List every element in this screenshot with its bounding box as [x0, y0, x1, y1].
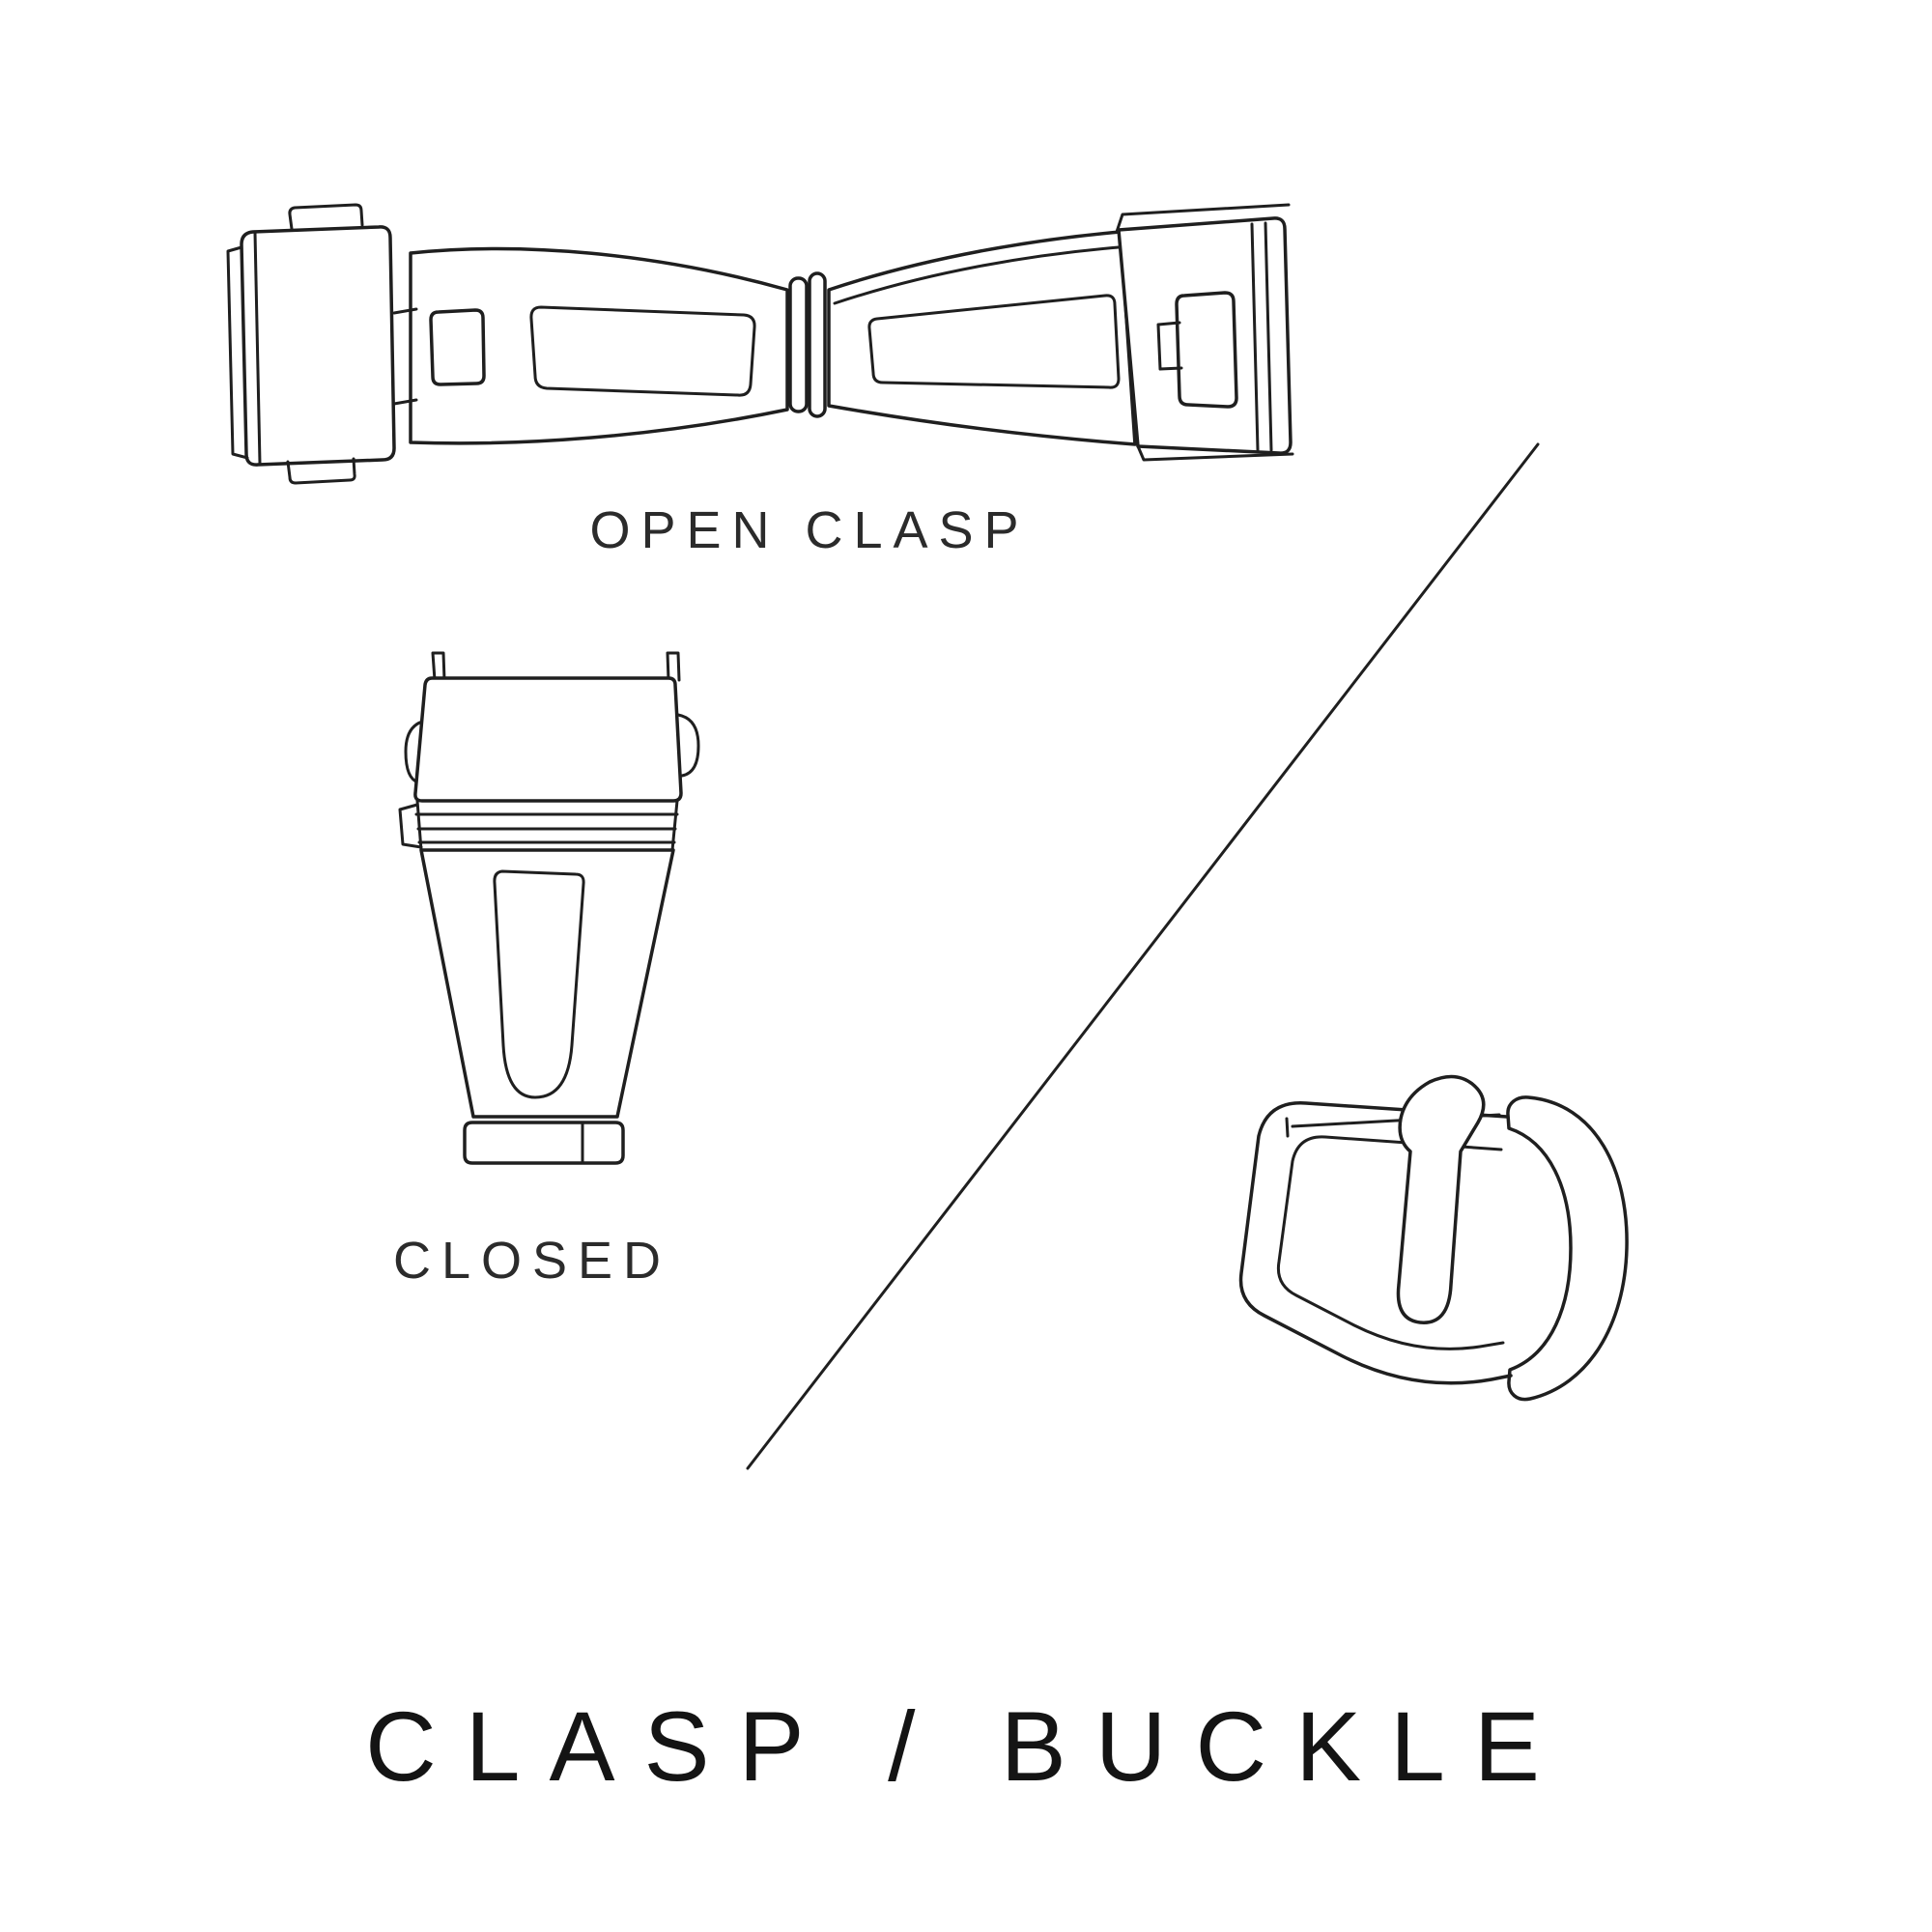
tang-buckle-illustration: [1238, 1074, 1629, 1402]
divider-line: [746, 442, 1540, 1470]
closed-label: CLOSED: [392, 1232, 672, 1290]
open-clasp-label: OPEN CLASP: [589, 501, 1030, 559]
page-title: CLASP / BUCKLE: [365, 1691, 1569, 1802]
open-clasp-illustration: [226, 203, 1294, 485]
closed-clasp-illustration: [398, 651, 700, 1165]
